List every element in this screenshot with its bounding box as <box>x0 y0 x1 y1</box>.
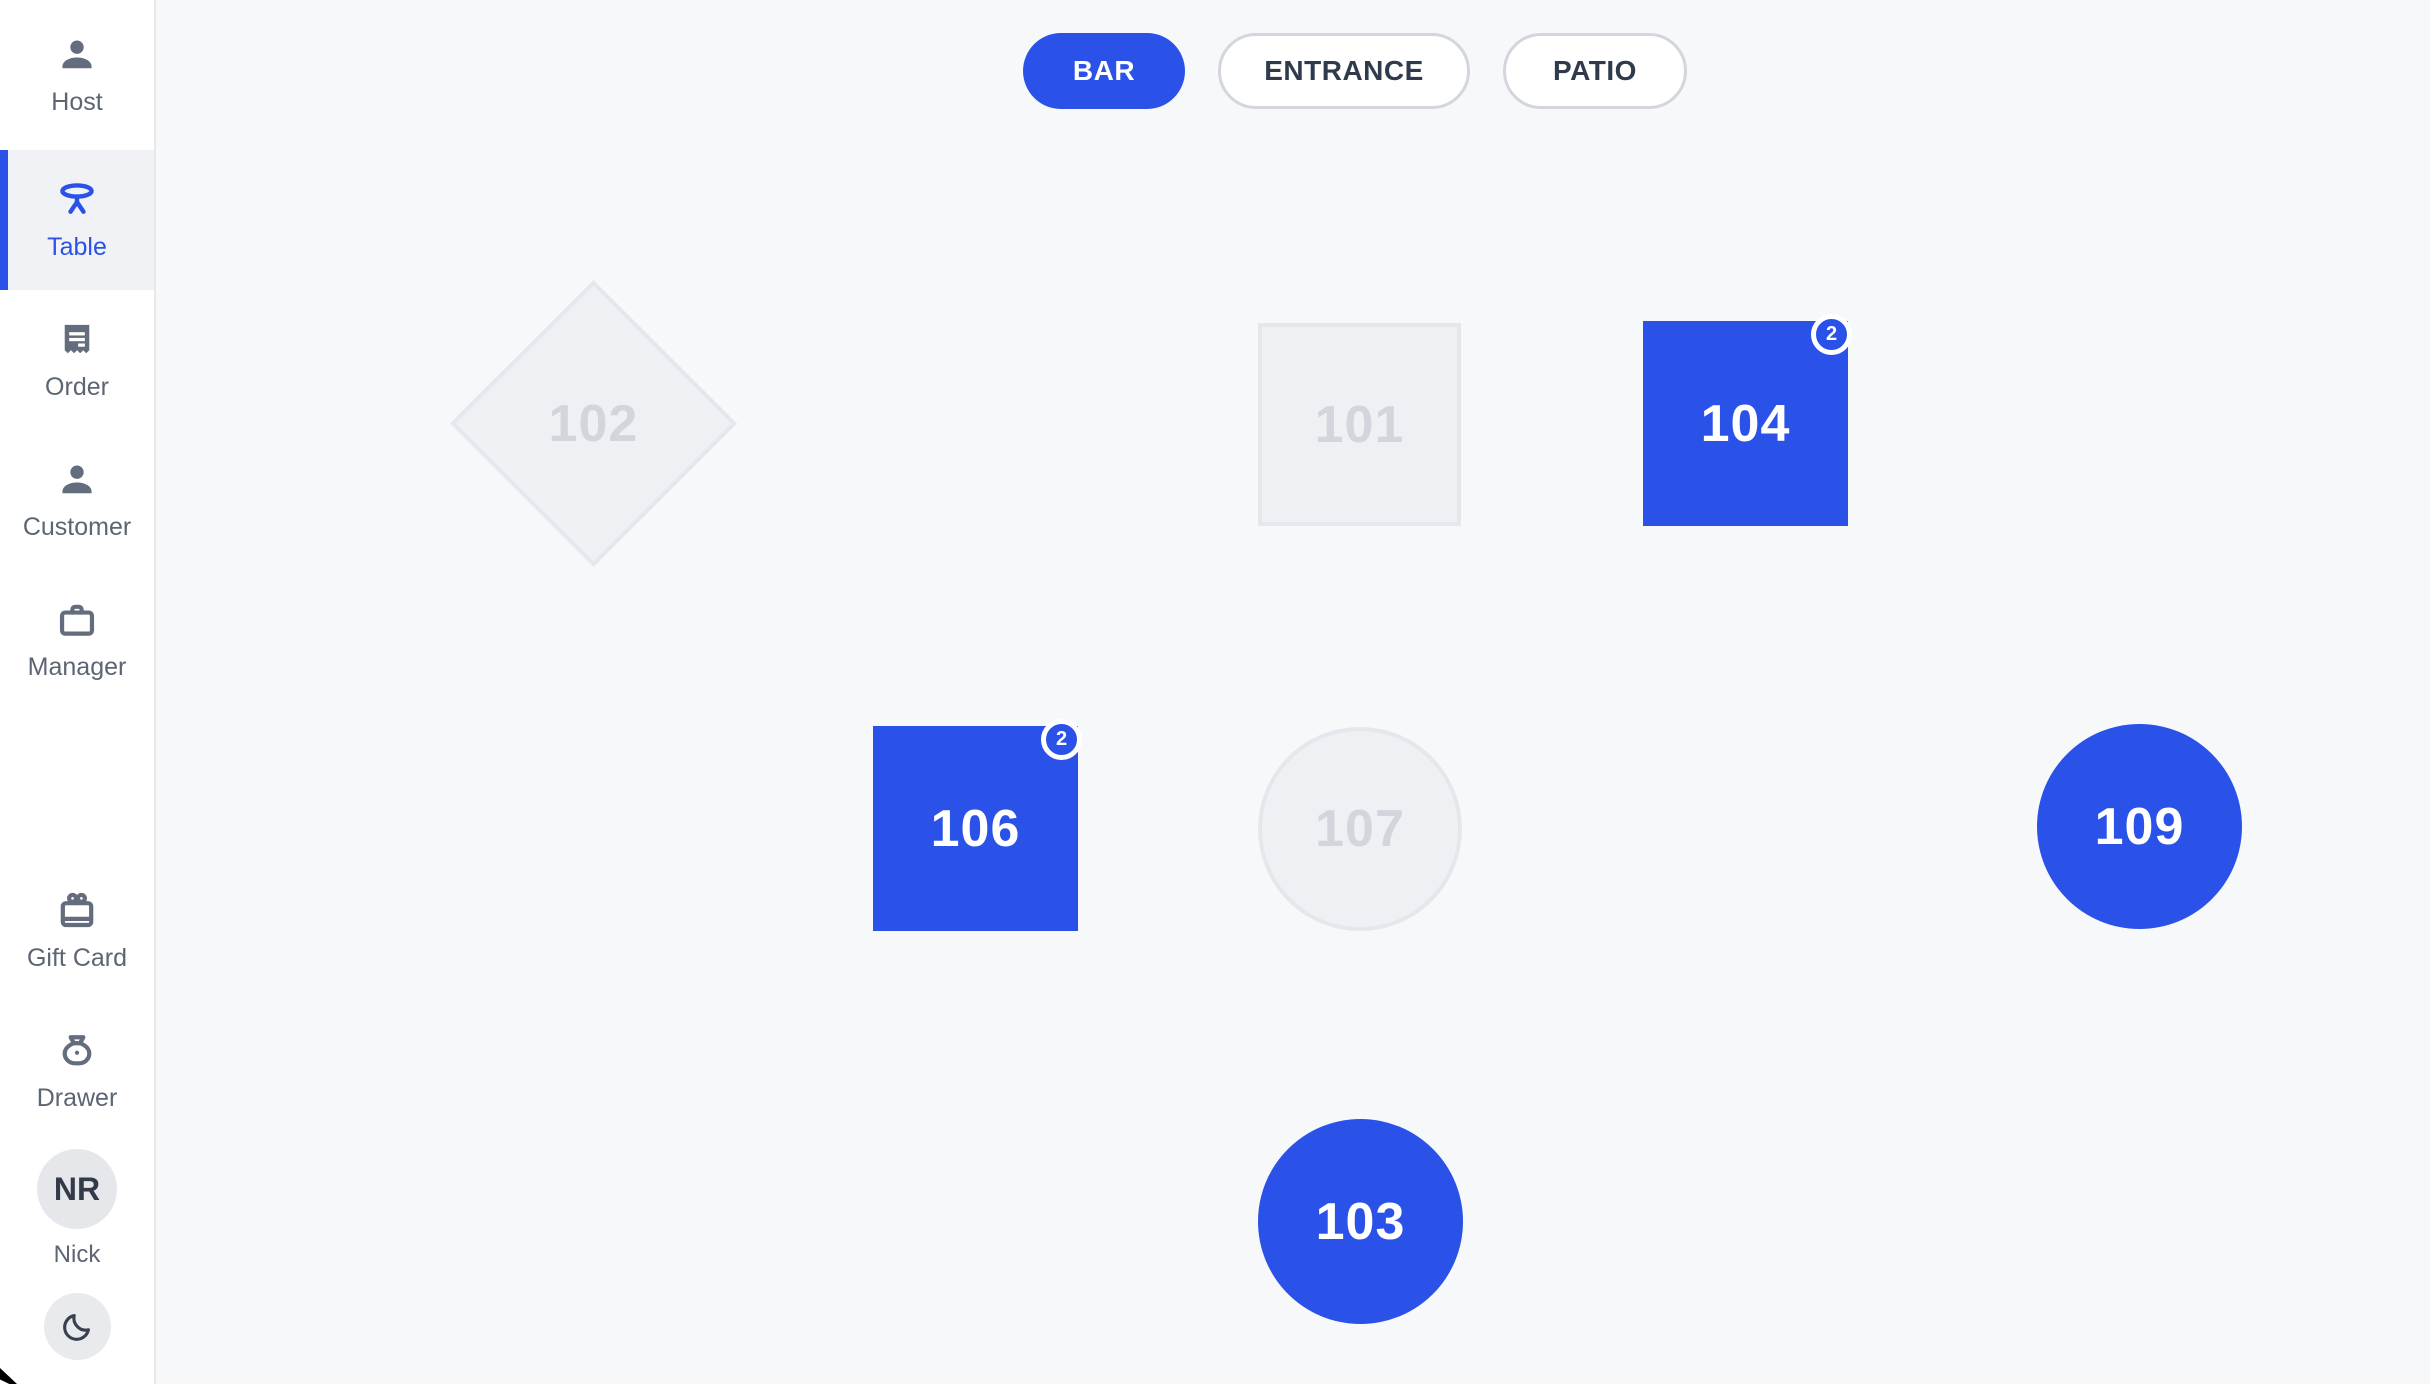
avatar[interactable]: NR <box>37 1149 117 1229</box>
guest-count-badge: 2 <box>1041 719 1082 760</box>
table-103[interactable]: 103 <box>1258 1119 1463 1324</box>
receipt-icon <box>64 325 90 354</box>
table-icon <box>60 183 94 215</box>
floor-tab-bar: BAR ENTRANCE PATIO <box>1023 33 1687 109</box>
sidebar-spacer <box>0 710 154 861</box>
table-number: 104 <box>1700 394 1791 453</box>
table-104[interactable]: 104 2 <box>1643 314 1852 526</box>
sidebar-item-label: Customer <box>22 513 132 542</box>
sidebar-item-manager[interactable]: Manager <box>0 570 154 710</box>
theme-toggle-button[interactable] <box>43 1293 111 1360</box>
table-109[interactable]: 109 <box>2037 724 2242 929</box>
avatar-initials: NR <box>53 1170 101 1207</box>
sidebar-item-order[interactable]: Order <box>0 290 154 430</box>
money-bag-icon <box>62 1035 92 1066</box>
person-icon <box>62 465 92 494</box>
table-number: 103 <box>1315 1192 1406 1251</box>
person-icon <box>62 40 92 69</box>
sidebar-item-drawer[interactable]: Drawer <box>0 1001 154 1141</box>
sidebar-item-customer[interactable]: Customer <box>0 430 154 570</box>
table-number: 109 <box>2094 797 2185 856</box>
sidebar-item-label: Gift Card <box>26 944 128 973</box>
briefcase-icon <box>59 604 95 637</box>
tab-entrance-room[interactable]: ENTRANCE <box>1218 33 1470 109</box>
user-block: NR Nick <box>0 1149 154 1269</box>
table-101[interactable]: 101 <box>1258 323 1461 526</box>
sidebar-item-label: Host <box>51 88 103 117</box>
sidebar: Host Table Order <box>0 0 156 1384</box>
sidebar-item-table[interactable]: Table <box>0 150 154 290</box>
sidebar-item-gift-card[interactable]: Gift Card <box>0 861 154 1001</box>
user-name: Nick <box>53 1241 101 1268</box>
table-number: 101 <box>1314 395 1405 454</box>
sidebar-item-host[interactable]: Host <box>0 0 154 150</box>
gift-icon <box>60 893 94 928</box>
sidebar-item-label: Table <box>47 233 107 262</box>
sidebar-item-label: Drawer <box>36 1084 118 1113</box>
sidebar-item-label: Order <box>45 373 109 402</box>
table-107[interactable]: 107 <box>1258 727 1462 931</box>
table-106[interactable]: 106 2 <box>873 719 1082 931</box>
table-number: 107 <box>1315 800 1405 858</box>
moon-icon <box>63 1313 90 1341</box>
tab-bar-room[interactable]: BAR <box>1023 33 1185 109</box>
floor-plan-canvas: BAR ENTRANCE PATIO 102 101 104 2 106 2 1… <box>156 0 2430 1384</box>
table-102[interactable]: 102 <box>449 279 738 568</box>
sidebar-item-label: Manager <box>27 653 127 682</box>
tab-patio-room[interactable]: PATIO <box>1503 33 1687 109</box>
guest-count-badge: 2 <box>1811 314 1852 355</box>
table-number: 102 <box>548 394 639 453</box>
table-number: 106 <box>930 799 1021 858</box>
